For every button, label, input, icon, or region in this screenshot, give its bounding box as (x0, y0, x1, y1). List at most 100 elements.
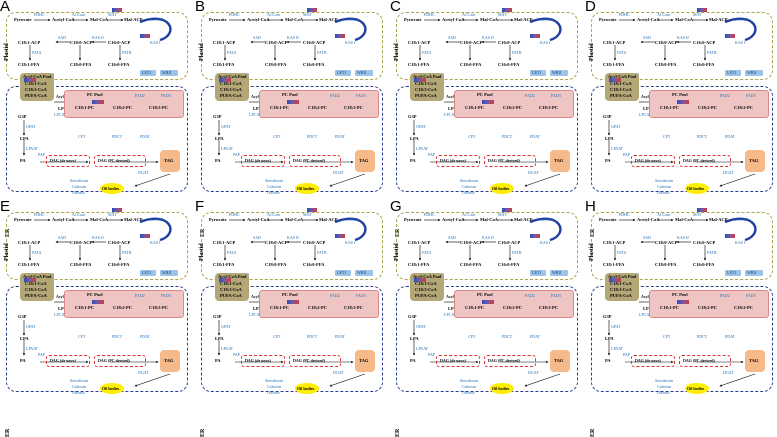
gene-pdct: PDCT (502, 134, 513, 139)
gene-fad3: FAD3 (746, 293, 756, 298)
lpa-node: LPA (215, 136, 224, 141)
gene-lpcat: LPCAT (249, 312, 262, 317)
mal-coa-node: Mal-CoA (90, 17, 108, 22)
c182-pc-node: C18:2-PC (698, 305, 717, 310)
gene-lpcat: LPCAT (54, 112, 67, 117)
c183-pc-node: C18:3-PC (539, 305, 558, 310)
acyl-coa-pool-label: Acyl-CoA Pool (608, 74, 637, 79)
gene-fata: FATA (617, 50, 627, 55)
gene-sad: SAD (643, 235, 652, 240)
gene-kas2: KAS II (677, 35, 689, 40)
pa-node: PA (410, 358, 416, 363)
tag-box: TAG (355, 350, 375, 372)
acyl-coa-pool-label: Acyl-CoA Pool (23, 274, 52, 279)
pa-node: PA (605, 358, 611, 363)
gene-dgat: DGAT (333, 370, 344, 375)
c180-acp-node: C18:0-ACP (70, 240, 93, 245)
expression-heatmap (502, 8, 512, 12)
gene-kas3: KAS III (735, 17, 748, 22)
panel-label: E (0, 198, 11, 215)
er-compartment: ER (590, 286, 773, 437)
c181-coa-node: C18:1-CoA (415, 81, 437, 86)
gene-fatb: FATB (512, 250, 522, 255)
wri1-box: WRI1 (355, 70, 373, 76)
dag-pc-derived-label: DAG (PC derived) (293, 158, 325, 163)
c180-acp-node: C18:0-ACP (460, 240, 483, 245)
gene-fad2: FAD2 (135, 293, 145, 298)
caleosin-label: Caleosin (462, 384, 476, 389)
gene-accase: ACCase (657, 12, 671, 17)
gene-dgat: DGAT (138, 370, 149, 375)
mal-coa-node: Mal-CoA (480, 17, 498, 22)
c160-acp-node: C16:0-ACP (108, 240, 131, 245)
expression-heatmap (140, 34, 150, 38)
c181-pc-node: C18:1-PC (75, 305, 94, 310)
gene-fatb: FATB (707, 50, 717, 55)
pyruvate-node: Pyruvate (404, 217, 422, 222)
gene-mat: MAT (303, 12, 312, 17)
pc-pool: PC Pool FAD2 FAD3 C18:1-PC C18:2-PC C18:… (649, 90, 769, 118)
dag-de-novo: DAG (de novo) (631, 155, 675, 167)
pathway-panel-h: H Plastid ER Pyruvate Acetyl-CoA Mal-CoA (585, 198, 777, 437)
tag-label: TAG (164, 358, 174, 363)
dag-de-novo-label: DAG (de novo) (50, 358, 76, 363)
gene-kas2: KAS II (92, 235, 104, 240)
gene-gpat: GPAT (416, 324, 426, 329)
lpa-node: LPA (20, 136, 29, 141)
gene-accase: ACCase (72, 12, 86, 17)
tag-box: TAG (550, 350, 570, 372)
lpa-node: LPA (605, 336, 614, 341)
gene-pdhc: PDHC (619, 12, 630, 17)
pathway-panel-e: E Plastid ER Pyruvate Acetyl-CoA Mal-CoA (0, 198, 192, 437)
expression-heatmap (414, 278, 426, 282)
gene-pdhc: PDHC (424, 212, 435, 217)
steroleosin-label: Steroleosin (460, 378, 478, 383)
plastid-label: Plastid (4, 243, 10, 261)
gene-fata: FATA (422, 250, 432, 255)
let1-box: LET1 (140, 270, 156, 276)
c181-ffa-node: C18:1-FFA (408, 262, 430, 267)
c180-ffa-node: C18:0-FFA (460, 262, 482, 267)
dag-de-novo: DAG (de novo) (436, 355, 480, 367)
er-label: ER (200, 428, 206, 437)
gene-pdat: PDAT (140, 134, 151, 139)
pufa-coa-node: PUFA-CoA (415, 293, 437, 298)
pyruvate-node: Pyruvate (14, 17, 32, 22)
er-compartment: ER (590, 86, 773, 237)
dag-de-novo: DAG (de novo) (631, 355, 675, 367)
gene-cpt: CPT (663, 134, 671, 139)
expression-heatmap (414, 78, 426, 82)
c182-pc-node: C18:2-PC (308, 305, 327, 310)
expression-heatmap (530, 234, 540, 238)
pc-pool: PC Pool FAD2 FAD3 C18:1-PC C18:2-PC C18:… (454, 90, 574, 118)
c180-ffa-node: C18:0-FFA (265, 262, 287, 267)
plastid-compartment: Plastid (4, 212, 188, 280)
gene-sad: SAD (58, 235, 67, 240)
c181-acp-node: C18:1-ACP (408, 240, 431, 245)
gene-fad2: FAD2 (525, 293, 535, 298)
acetyl-coa-node: Acetyl-CoA (247, 17, 270, 22)
gene-lpcat: LPCAT (249, 112, 262, 117)
er-label: ER (5, 428, 11, 437)
acyl-coa-pool: Acyl-CoA Pool C18:1-CoA C18:3-CoA PUFA-C… (410, 73, 444, 101)
c160-ffa-node: C16:0-FFA (108, 262, 130, 267)
c181-ffa-node: C18:1-FFA (213, 262, 235, 267)
gene-kas1: KAS I (735, 240, 746, 245)
acyl-coa-pool: Acyl-CoA Pool C18:1-CoA C18:3-CoA PUFA-C… (410, 273, 444, 301)
caleosin-label: Caleosin (267, 384, 281, 389)
mal-acp-node: Mal-ACP (124, 17, 143, 22)
c160-acp-node: C16:0-ACP (693, 40, 716, 45)
gene-gpat: GPAT (611, 324, 621, 329)
expression-heatmap (140, 234, 150, 238)
oil-bodies-label: Oil bodies (297, 386, 315, 391)
gene-cpt: CPT (78, 334, 86, 339)
gene-cpt: CPT (273, 334, 281, 339)
c181-pc-node: C18:1-PC (270, 305, 289, 310)
panel-label: F (195, 198, 205, 215)
tag-box: TAG (355, 150, 375, 172)
mal-coa-node: Mal-CoA (90, 217, 108, 222)
mal-acp-node: Mal-ACP (319, 217, 338, 222)
c182-pc-node: C18:2-PC (503, 105, 522, 110)
oil-bodies-label: Oil bodies (102, 186, 120, 191)
let1-box: LET1 (335, 70, 351, 76)
